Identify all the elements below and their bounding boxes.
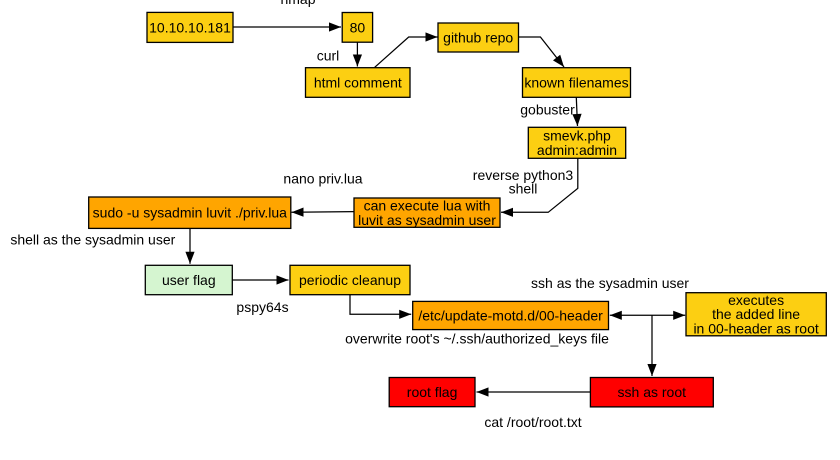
svg-text:ssh as the sysadmin user: ssh as the sysadmin user	[531, 275, 689, 291]
svg-text:pspy64s: pspy64s	[236, 299, 288, 315]
svg-text:can execute lua with: can execute lua with	[364, 198, 491, 214]
svg-text:smevk.php: smevk.php	[543, 128, 611, 144]
svg-text:nmap: nmap	[280, 0, 315, 7]
svg-text:executes: executes	[728, 292, 784, 308]
svg-text:luvit as sysadmin user: luvit as sysadmin user	[358, 212, 496, 228]
svg-text:the added line: the added line	[712, 306, 800, 322]
svg-text:gobuster: gobuster	[520, 102, 575, 118]
svg-text:in 00-header as root: in 00-header as root	[693, 320, 818, 336]
svg-text:shell as the sysadmin user: shell as the sysadmin user	[10, 232, 175, 248]
svg-text:80: 80	[350, 19, 366, 35]
svg-text:nano priv.lua: nano priv.lua	[283, 171, 362, 187]
svg-text:ssh as root: ssh as root	[618, 384, 687, 400]
svg-text:10.10.10.181: 10.10.10.181	[149, 19, 231, 35]
svg-text:reverse python3: reverse python3	[473, 167, 574, 183]
svg-text:curl: curl	[317, 48, 340, 64]
svg-text:github repo: github repo	[443, 30, 513, 46]
svg-text:root flag: root flag	[407, 384, 458, 400]
svg-text:overwrite root's ~/.ssh/author: overwrite root's ~/.ssh/authorized_keys …	[345, 330, 609, 346]
svg-text:html comment: html comment	[314, 75, 402, 91]
svg-text:sudo -u sysadmin luvit ./priv.: sudo -u sysadmin luvit ./priv.lua	[93, 205, 287, 221]
svg-text:user flag: user flag	[162, 272, 216, 288]
svg-text:known filenames: known filenames	[524, 75, 628, 91]
svg-text:cat /root/root.txt: cat /root/root.txt	[484, 414, 581, 430]
svg-text:shell: shell	[509, 181, 538, 197]
svg-text:admin:admin: admin:admin	[537, 142, 617, 158]
svg-text:periodic cleanup: periodic cleanup	[299, 272, 401, 288]
svg-text:/etc/update-motd.d/00-header: /etc/update-motd.d/00-header	[418, 308, 603, 324]
